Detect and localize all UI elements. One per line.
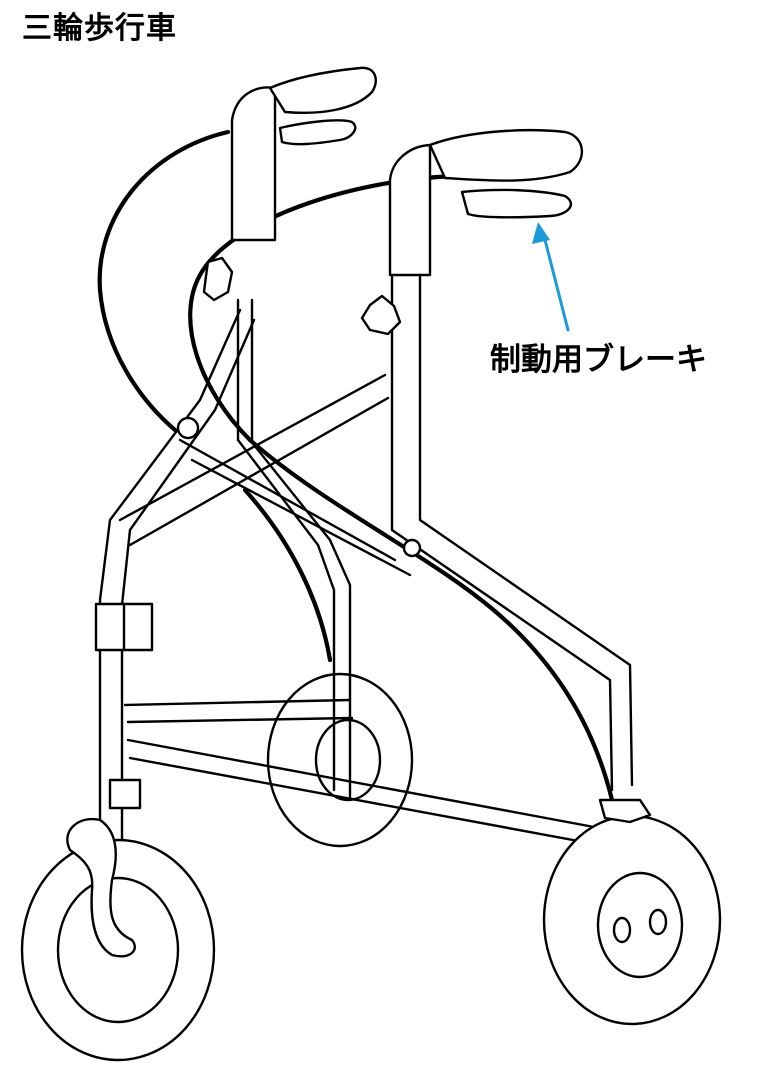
right-handle-post bbox=[388, 143, 432, 277]
right-handle-grip bbox=[428, 129, 584, 182]
right-brake-lever bbox=[460, 188, 572, 219]
right-front-wheel bbox=[542, 798, 722, 1026]
right-frame-tube bbox=[390, 273, 634, 792]
diagonal-brace bbox=[178, 438, 412, 577]
brake-label: 制動用ブレーキ bbox=[490, 342, 707, 378]
left-folding-knob bbox=[202, 256, 234, 302]
storage-bag bbox=[97, 129, 231, 433]
left-handle-post bbox=[230, 86, 277, 242]
brace-pivot bbox=[176, 416, 200, 440]
upper-cross-bar bbox=[118, 373, 390, 547]
front-fork bbox=[66, 817, 136, 958]
right-folding-knob bbox=[360, 294, 402, 336]
brake-pointer-arrow bbox=[532, 222, 570, 332]
base-bar bbox=[126, 738, 612, 847]
diagram-title: 三輪歩行車 bbox=[22, 11, 177, 46]
lower-cross-bar bbox=[123, 698, 354, 724]
left-rear-leg bbox=[236, 298, 254, 442]
front-left-tube bbox=[98, 308, 256, 882]
left-front-wheel bbox=[20, 817, 216, 1062]
right-wheel-mount bbox=[598, 798, 652, 824]
left-rear-leg-lower bbox=[236, 438, 352, 802]
brake-cable-joint bbox=[402, 538, 422, 558]
left-handle-grip bbox=[268, 66, 377, 114]
front-fork-collar bbox=[108, 778, 142, 810]
left-brake-lever bbox=[278, 119, 357, 146]
brake-cable-lower bbox=[242, 487, 333, 663]
